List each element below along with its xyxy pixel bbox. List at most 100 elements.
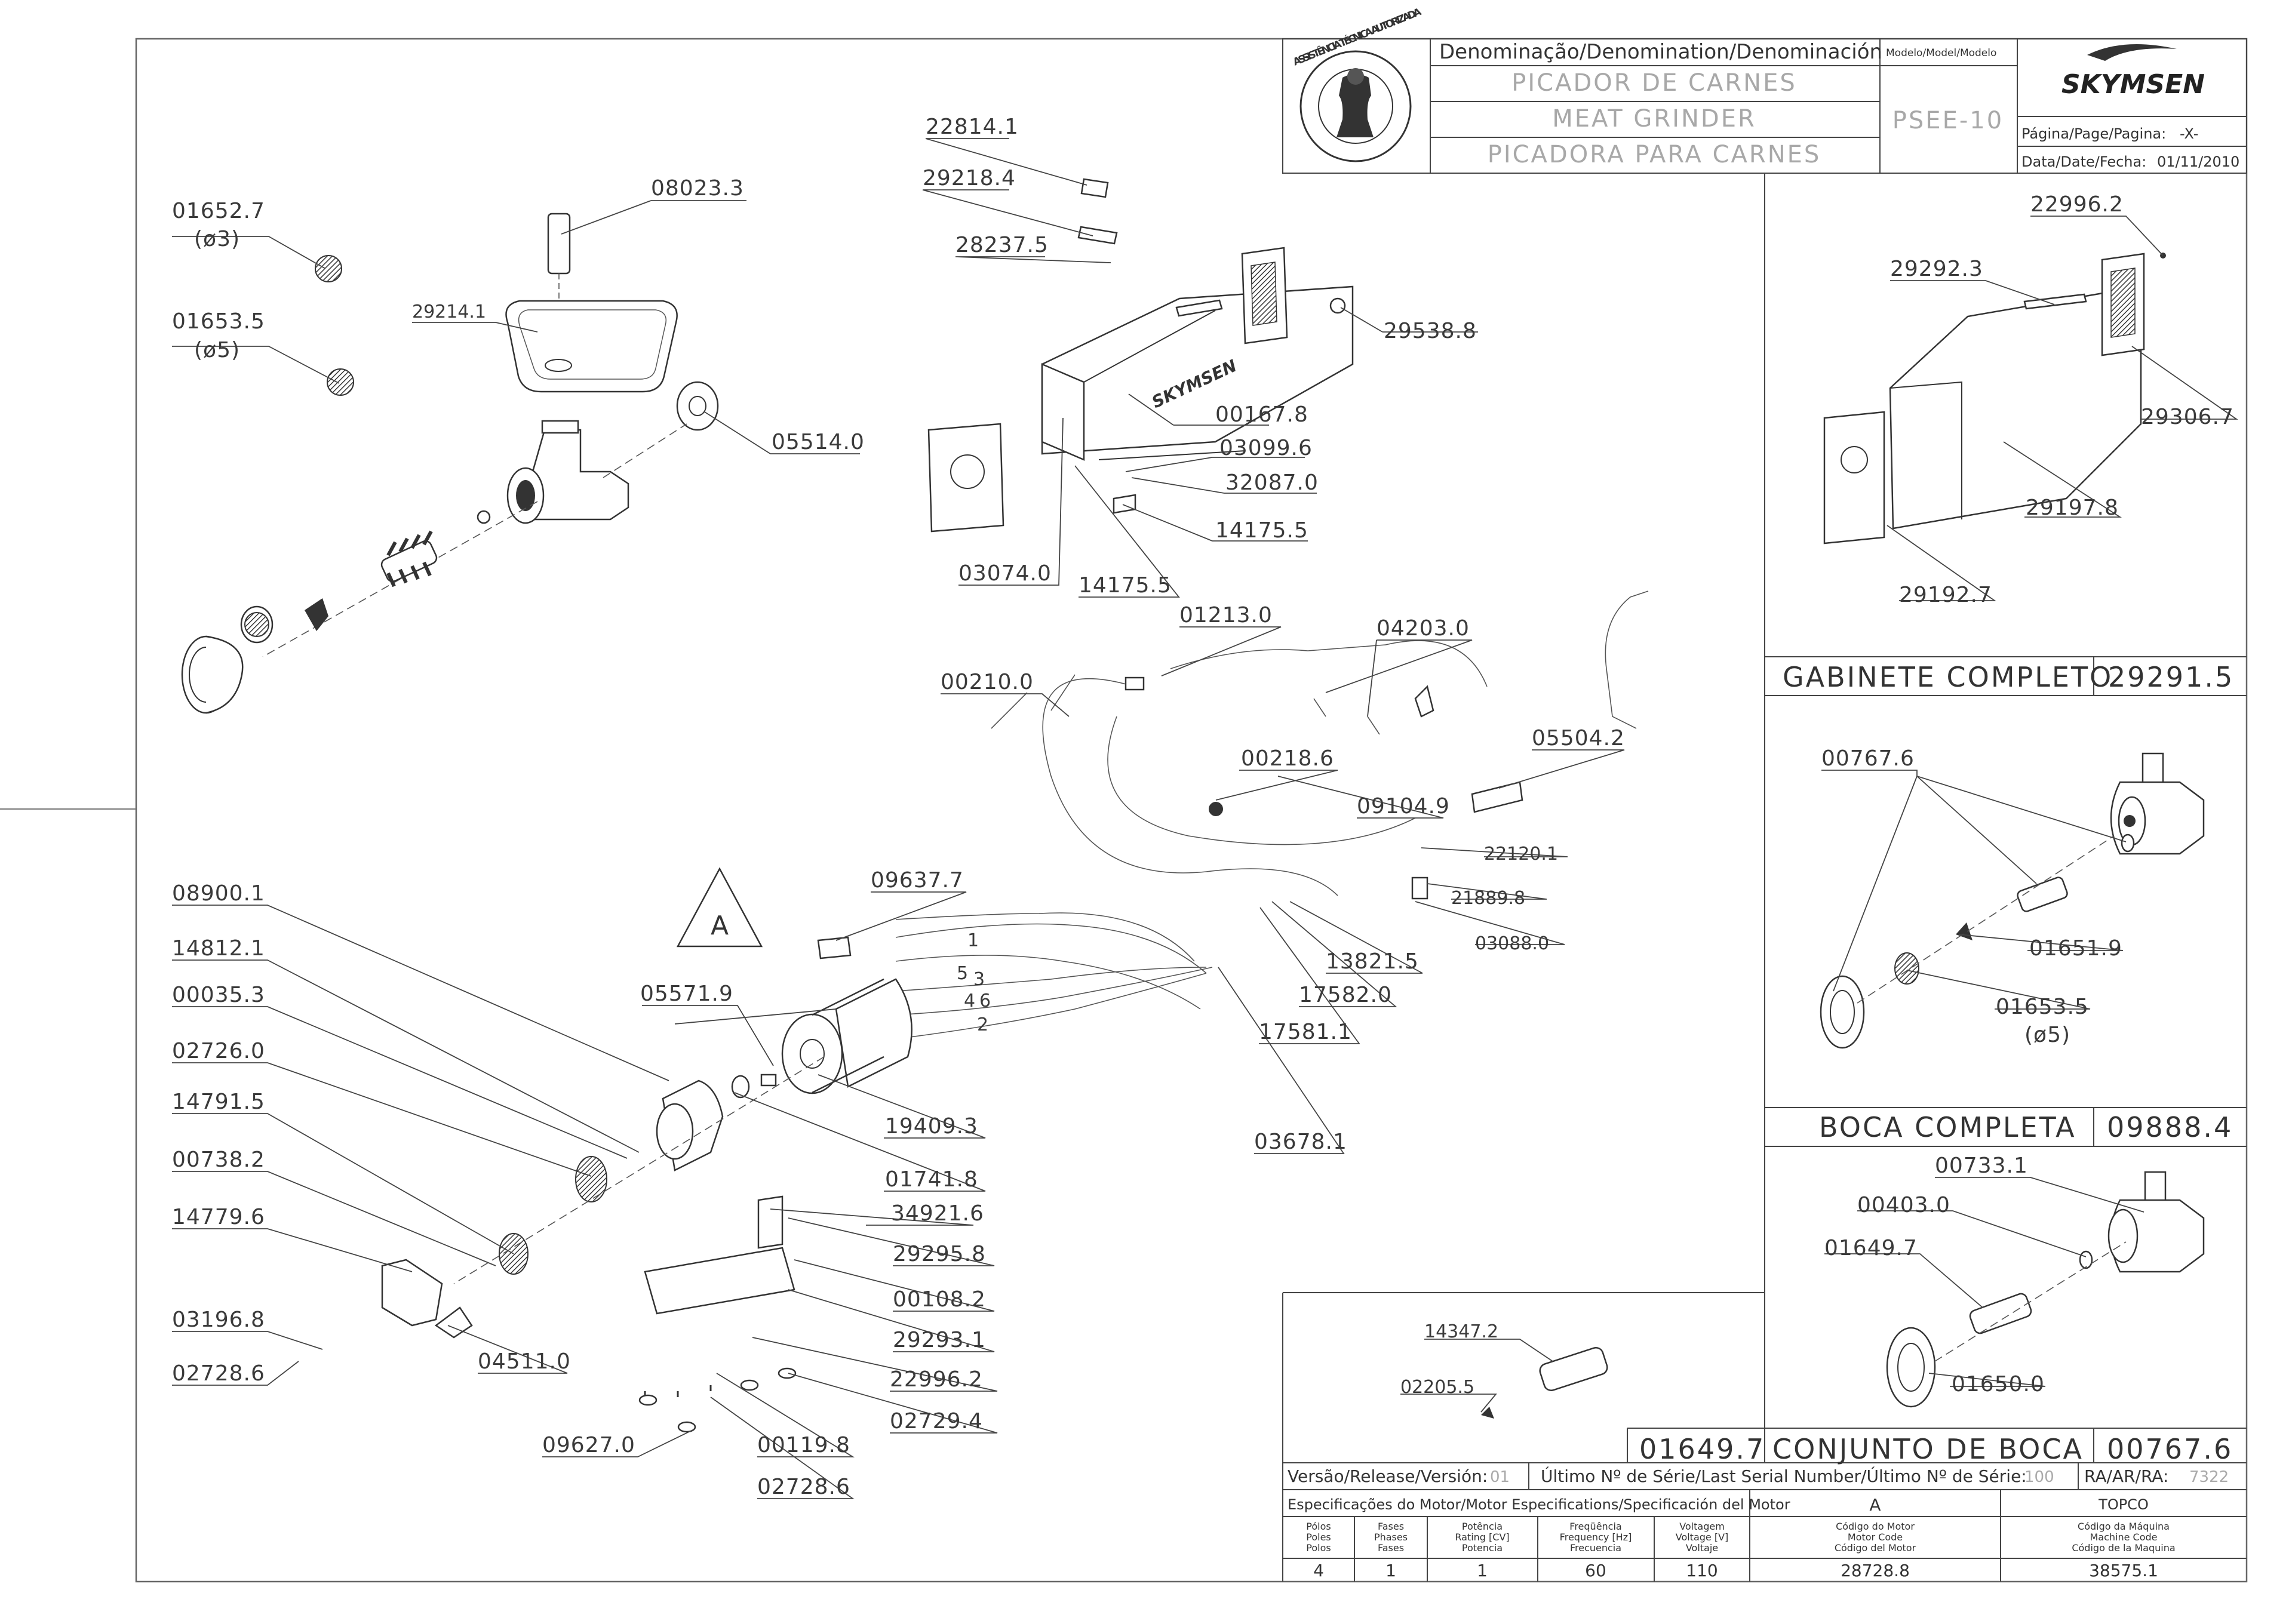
wire-number-1: 1 xyxy=(967,930,979,951)
svg-text:Potência: Potência xyxy=(1462,1521,1503,1532)
part-00167-8: 00167.8 xyxy=(1215,402,1308,427)
part-04511-0: 04511.0 xyxy=(478,1349,571,1374)
leader-lines xyxy=(172,138,2238,1499)
motor-value-phases: 1 xyxy=(1385,1561,1396,1580)
svg-text:Polos: Polos xyxy=(1306,1542,1331,1554)
part-34921-6: 34921.6 xyxy=(891,1201,984,1226)
part-14175-5-b: 14175.5 xyxy=(1079,573,1172,598)
denomination-header: Denominação/Denomination/Denominación xyxy=(1439,40,1882,64)
part-01653-5-b-size: (ø5) xyxy=(2024,1023,2070,1047)
svg-text:Código de la Maquina: Código de la Maquina xyxy=(2072,1542,2175,1554)
part-29197-8: 29197.8 xyxy=(2026,496,2119,520)
part-29214-1: 29214.1 xyxy=(412,302,486,322)
part-32087-0: 32087.0 xyxy=(1225,470,1319,495)
part-00738-2: 00738.2 xyxy=(172,1148,265,1172)
date-label: Data/Date/Fecha: xyxy=(2021,153,2146,170)
part-09637-7: 09637.7 xyxy=(871,868,964,893)
motor-value-poles: 4 xyxy=(1313,1561,1324,1580)
part-01652-7: 01652.7 xyxy=(172,199,265,223)
part-01653-5: 01653.5 xyxy=(172,309,265,334)
svg-text:Pólos: Pólos xyxy=(1306,1521,1331,1532)
name-pt: PICADOR DE CARNES xyxy=(1511,69,1796,97)
part-01653-5-b: 01653.5 xyxy=(1996,995,2089,1019)
svg-text:Phases: Phases xyxy=(1374,1531,1408,1543)
part-29306-7: 29306.7 xyxy=(2141,405,2234,429)
part-02728-6-b: 02728.6 xyxy=(757,1475,850,1499)
wire-number-6: 6 xyxy=(979,991,991,1011)
svg-text:Motor Code: Motor Code xyxy=(1848,1531,1903,1543)
mouth-complete-drawing xyxy=(1820,752,2205,1049)
part-14779-6: 14779.6 xyxy=(172,1205,265,1229)
part-05504-2: 05504.2 xyxy=(1532,726,1625,751)
part-22996-2-a: 22996.2 xyxy=(890,1367,983,1392)
version-value: 01 xyxy=(1490,1468,1510,1486)
name-en: MEAT GRINDER xyxy=(1552,105,1756,133)
svg-text:Voltaje: Voltaje xyxy=(1686,1542,1718,1554)
part-labels: 01652.7 (ø3) 01653.5 (ø5) 08023.3 29214.… xyxy=(172,115,2234,1499)
motor-drawing: A xyxy=(381,867,913,1433)
part-29538-8: 29538.8 xyxy=(1384,319,1477,343)
part-13821-5: 13821.5 xyxy=(1326,949,1419,974)
motor-table-header-poles: Pólos Poles Polos xyxy=(1306,1521,1331,1554)
svg-text:Fases: Fases xyxy=(1378,1521,1404,1532)
part-00035-3: 00035.3 xyxy=(172,983,265,1007)
part-03074-0: 03074.0 xyxy=(958,561,1052,586)
part-00767-6: 00767.6 xyxy=(1821,746,1915,771)
wire-number-4: 4 xyxy=(964,991,975,1011)
model-header: Modelo/Model/Modelo xyxy=(1886,47,1996,59)
authorized-service-badge: ASSISTÊNCIA TÉCNICA AUTORIZADA xyxy=(1291,5,1424,162)
section-mouth-set-sub-code: 01649.7 xyxy=(1639,1433,1765,1465)
part-03678-1: 03678.1 xyxy=(1254,1130,1347,1154)
part-01652-7-size: (ø3) xyxy=(194,227,240,251)
wiring-drawing: 1 5 3 4 6 2 xyxy=(817,590,1649,1039)
part-03196-8: 03196.8 xyxy=(172,1308,265,1332)
part-01651-9: 01651.9 xyxy=(2029,936,2122,961)
wire-number-2: 2 xyxy=(977,1014,988,1035)
motor-value-rating: 1 xyxy=(1477,1561,1488,1580)
ra-label: RA/AR/RA: xyxy=(2084,1466,2168,1486)
part-00210-0: 00210.0 xyxy=(941,670,1034,694)
date-value: 01/11/2010 xyxy=(2157,153,2239,170)
part-08900-1: 08900.1 xyxy=(172,881,265,906)
part-00403-0: 00403.0 xyxy=(1857,1193,1950,1217)
cabinet-complete-drawing xyxy=(1823,253,2166,545)
svg-text:Código da Máquina: Código da Máquina xyxy=(2078,1521,2170,1532)
part-02726-0: 02726.0 xyxy=(172,1039,265,1063)
svg-text:Poles: Poles xyxy=(1306,1531,1331,1543)
part-01653-5-size: (ø5) xyxy=(194,338,240,362)
svg-text:Voltagem: Voltagem xyxy=(1679,1521,1725,1532)
motor-table: Pólos Poles Polos Fases Phases Fases Pot… xyxy=(1306,1521,2175,1580)
part-29218-4: 29218.4 xyxy=(923,166,1016,190)
svg-text:Voltage [V]: Voltage [V] xyxy=(1676,1531,1729,1543)
wire-number-3: 3 xyxy=(973,969,985,990)
name-es: PICADORA PARA CARNES xyxy=(1488,141,1821,168)
motor-value-frequency: 60 xyxy=(1585,1561,1606,1580)
svg-text:Frecuencia: Frecuencia xyxy=(1570,1542,1621,1554)
section-cabinet-code: 29291.5 xyxy=(2108,661,2234,693)
part-01649-7: 01649.7 xyxy=(1824,1236,1918,1260)
motor-spec-value2: TOPCO xyxy=(2098,1496,2149,1513)
motor-letter: A xyxy=(711,911,729,941)
motor-value-motor-code: 28728.8 xyxy=(1841,1561,1910,1580)
brand-logo: SKYMSEN xyxy=(2061,44,2205,100)
title-block: Denominação/Denomination/Denominación Mo… xyxy=(1282,5,2247,174)
part-29192-7: 29192.7 xyxy=(1899,583,1992,607)
page-value: -X- xyxy=(2180,125,2198,142)
part-17582-0: 17582.0 xyxy=(1299,983,1392,1007)
part-05514-0: 05514.0 xyxy=(772,430,865,454)
motor-table-header-frequency: Freqüência Frequency [Hz] Frecuencia xyxy=(1560,1521,1632,1554)
info-rows: Versão/Release/Versión: 01 Último Nº de … xyxy=(1288,1466,2229,1515)
part-01741-8: 01741.8 xyxy=(885,1167,978,1192)
motor-spec-value: A xyxy=(1869,1495,1881,1515)
serial-label: Último Nº de Série/Last Serial Number/Úl… xyxy=(1541,1466,2027,1486)
motor-spec-label: Especificações do Motor/Motor Especifica… xyxy=(1288,1496,1790,1513)
svg-text:Potencia: Potencia xyxy=(1462,1542,1503,1554)
svg-text:Código del Motor: Código del Motor xyxy=(1835,1542,1916,1554)
serial-value: 100 xyxy=(2024,1468,2054,1486)
part-14791-5: 14791.5 xyxy=(172,1090,265,1114)
svg-text:Frequency [Hz]: Frequency [Hz] xyxy=(1560,1531,1632,1543)
section-mouth-label: BOCA COMPLETA xyxy=(1819,1111,2076,1143)
mouth-set-drawing xyxy=(1481,1171,2205,1419)
svg-text:Código do Motor: Código do Motor xyxy=(1836,1521,1915,1532)
